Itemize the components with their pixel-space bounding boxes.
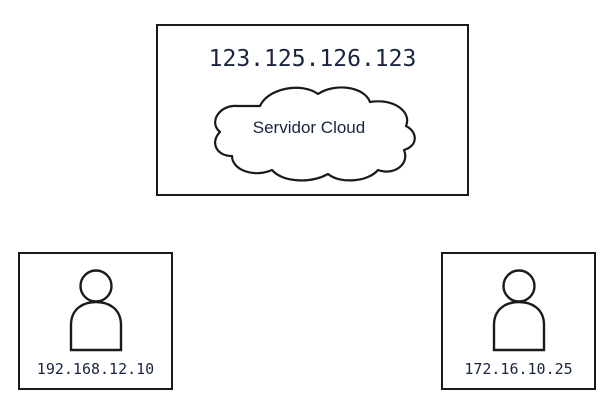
client-ip-label-left: 192.168.12.10 xyxy=(36,360,155,378)
server-ip-label: 123.125.126.123 xyxy=(208,46,417,72)
cloud-label: Servidor Cloud xyxy=(252,118,366,137)
client-node-left[interactable]: 192.168.12.10 xyxy=(18,252,173,390)
client-ip-label-right: 172.16.10.25 xyxy=(464,360,573,378)
person-icon xyxy=(491,268,547,354)
client-node-right[interactable]: 172.16.10.25 xyxy=(441,252,596,390)
person-icon xyxy=(68,268,124,354)
cloud-shape-icon: Servidor Cloud xyxy=(198,84,420,182)
server-node[interactable]: 123.125.126.123 Servidor Cloud xyxy=(156,24,469,196)
